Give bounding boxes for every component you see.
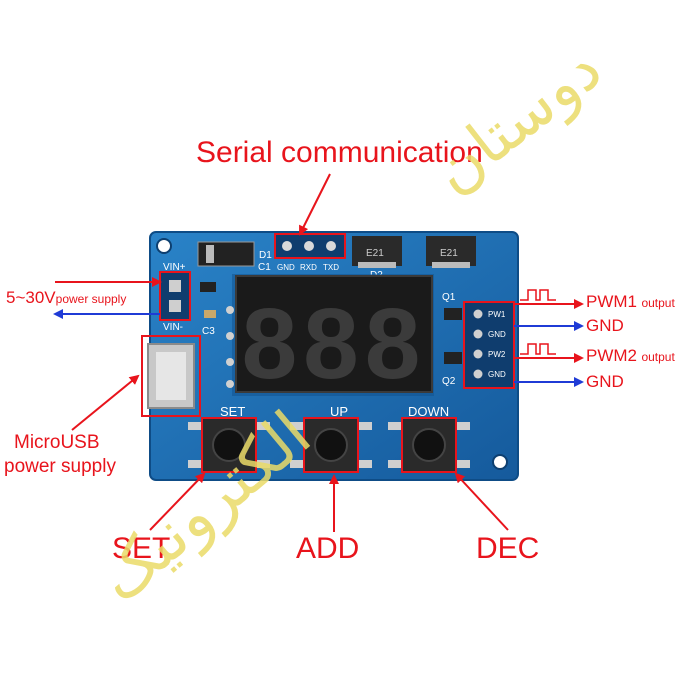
chip-code: E21 — [440, 248, 458, 259]
label-pwm2: PWM2 — [586, 346, 637, 365]
label-gnd1: GND — [586, 316, 624, 335]
label-add: ADD — [296, 532, 360, 565]
out-pin-gnd2: GND — [488, 370, 506, 379]
chip-code: E21 — [366, 248, 384, 259]
serial-pin-gnd: GND — [277, 263, 295, 272]
out-pin-pw1: PW1 — [488, 310, 506, 319]
set-button — [188, 417, 270, 473]
label-microusb-line1: MicroUSB — [14, 432, 100, 453]
label-q1: Q1 — [442, 292, 456, 303]
label-power-input: 5~30Vpower supply — [6, 288, 126, 308]
label-d1: D1 — [259, 250, 272, 261]
label-pwm1: PWM1 — [586, 292, 637, 311]
regulator-chip — [426, 236, 476, 266]
output-header — [463, 301, 515, 389]
label-pwm2-output: PWM2 output — [586, 346, 675, 366]
led-display — [235, 275, 433, 393]
mount-hole — [156, 238, 172, 254]
label-serial-communication: Serial communication — [196, 136, 483, 169]
silk-set: SET — [220, 404, 245, 419]
label-dec: DEC — [476, 532, 540, 565]
label-vin-minus: VIN- — [163, 322, 183, 333]
arrow-microusb — [71, 374, 140, 431]
label-c1: C1 — [258, 262, 271, 273]
label-set: SET — [112, 532, 171, 565]
regulator-chip — [352, 236, 402, 266]
label-power-suffix: power supply — [55, 292, 127, 306]
dec-button — [388, 417, 470, 473]
display-digits: 888 — [242, 288, 427, 400]
out-pin-gnd1: GND — [488, 330, 506, 339]
pwm2-waveform — [520, 343, 556, 355]
mount-hole — [492, 454, 508, 470]
label-pwm2-output-word: output — [641, 350, 675, 364]
label-power-voltage: 5~30V — [6, 288, 56, 307]
add-button — [290, 417, 372, 473]
vin-header — [159, 271, 191, 321]
microusb-frame — [141, 335, 201, 417]
label-vin-plus: VIN+ — [163, 262, 186, 273]
label-c3: C3 — [202, 326, 215, 337]
label-microusb-line2: power supply — [4, 456, 116, 477]
label-pwm1-output: PWM1 output — [586, 292, 675, 312]
label-gnd2: GND — [586, 372, 624, 391]
arrow-set — [149, 472, 206, 531]
arrow-dec — [454, 472, 509, 531]
serial-pin-rxd: RXD — [300, 263, 317, 272]
label-q2: Q2 — [442, 376, 456, 387]
arrow-serial — [299, 173, 331, 236]
serial-pin-txd: TXD — [323, 263, 339, 272]
pwm1-waveform — [520, 289, 556, 301]
silk-up: UP — [330, 404, 348, 419]
silk-down: DOWN — [408, 404, 449, 419]
out-pin-pw2: PW2 — [488, 350, 506, 359]
label-pwm1-output-word: output — [641, 296, 675, 310]
